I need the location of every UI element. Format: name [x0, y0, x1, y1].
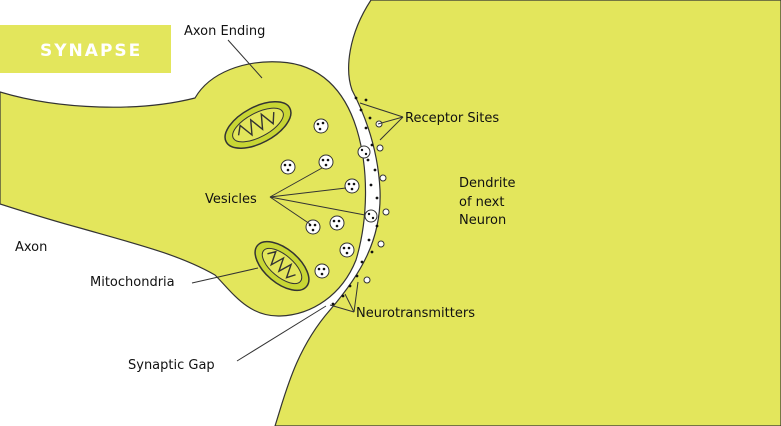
- label-receptor-sites: Receptor Sites: [405, 111, 499, 126]
- mitochondrion-upper: [224, 101, 292, 149]
- label-mitochondria: Mitochondria: [90, 275, 175, 290]
- vesicle: [329, 215, 345, 231]
- title-text: SYNAPSE: [40, 41, 142, 61]
- label-dendrite-line3: Neuron: [459, 213, 506, 228]
- receptor-site-bumps: [363, 120, 390, 284]
- vesicle-near-gap: [357, 145, 371, 159]
- mitochondrion-lower: [254, 240, 310, 292]
- gap-neurotransmitter-dots: [331, 96, 379, 306]
- vesicle-near-gap: [364, 209, 378, 223]
- label-vesicles: Vesicles: [205, 192, 257, 207]
- label-axon: Axon: [15, 240, 47, 255]
- vesicle: [344, 178, 360, 194]
- label-synaptic-gap: Synaptic Gap: [128, 358, 215, 373]
- vesicle: [313, 118, 329, 134]
- vesicle: [314, 263, 330, 279]
- axon-shape: [0, 61, 367, 317]
- vesicle: [280, 159, 296, 175]
- vesicle: [305, 219, 321, 235]
- vesicles: [280, 118, 378, 279]
- title-block: [0, 25, 171, 73]
- label-neurotransmitters: Neurotransmitters: [356, 306, 475, 321]
- label-dendrite-line2: of next: [459, 195, 504, 210]
- label-axon-ending: Axon Ending: [184, 24, 265, 39]
- leader-lines: [191, 39, 404, 362]
- vesicle: [339, 242, 355, 258]
- vesicle: [318, 154, 334, 170]
- dendrite-shape: [274, 0, 781, 426]
- label-dendrite-line1: Dendrite: [459, 176, 516, 191]
- vesicle-contents: [283, 121, 375, 276]
